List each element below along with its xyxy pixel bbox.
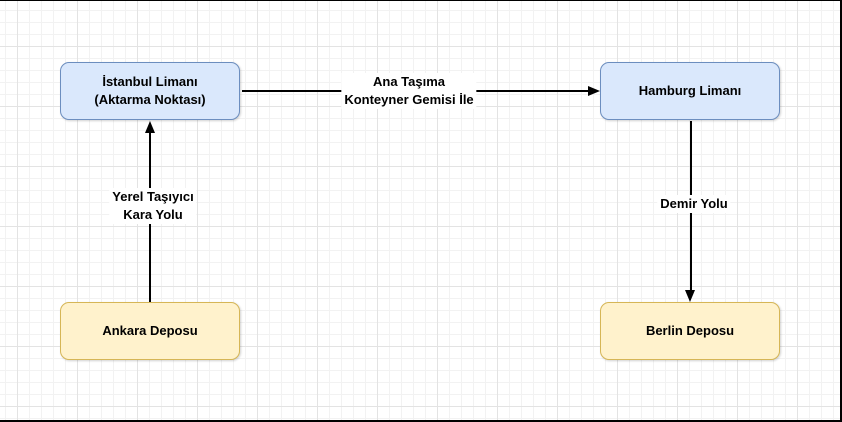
edge-label-line: Kara Yolu: [123, 207, 183, 222]
node-berlin-deposu[interactable]: Berlin Deposu: [600, 302, 780, 360]
node-label-line: İstanbul Limanı: [102, 74, 198, 89]
edge-label-line: Yerel Taşıyıcı: [112, 189, 194, 204]
node-label-line: Hamburg Limanı: [638, 83, 742, 98]
node-label-line: (Aktarma Noktası): [94, 92, 206, 107]
arrowhead-down-icon: [685, 290, 695, 302]
edge-label-demir-yolu[interactable]: Demir Yolu: [657, 195, 731, 213]
node-label-line: Berlin Deposu: [645, 323, 735, 338]
node-istanbul-limani[interactable]: İstanbul Limanı (Aktarma Noktası): [60, 62, 240, 120]
edge-label-line: Ana Taşıma: [372, 74, 446, 89]
edge-label-line: Konteyner Gemisi İle: [344, 92, 474, 107]
edge-label-ana-tasima[interactable]: Ana Taşıma Konteyner Gemisi İle: [341, 73, 477, 109]
edge-label-line: Demir Yolu: [660, 196, 728, 211]
arrowhead-right-icon: [588, 86, 600, 96]
node-label-line: Ankara Deposu: [102, 323, 198, 338]
edge-label-yerel-tasiyici[interactable]: Yerel Taşıyıcı Kara Yolu: [109, 188, 197, 224]
node-hamburg-limani[interactable]: Hamburg Limanı: [600, 62, 780, 120]
arrowhead-up-icon: [145, 121, 155, 133]
node-ankara-deposu[interactable]: Ankara Deposu: [60, 302, 240, 360]
